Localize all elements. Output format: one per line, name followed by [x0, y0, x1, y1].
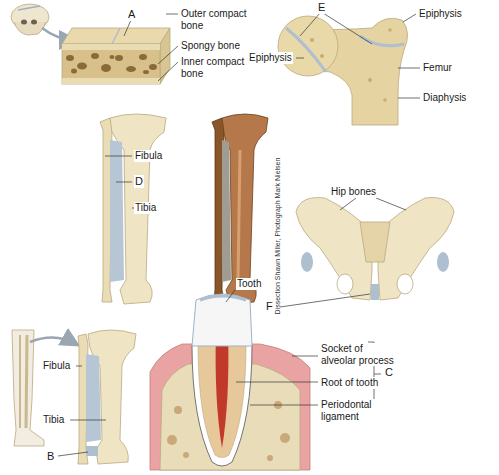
part-label: Tibia	[134, 202, 157, 214]
pelvis	[296, 198, 454, 300]
part-label: Spongy bone	[180, 40, 254, 52]
callout-letter: D	[134, 175, 144, 188]
part-label: Diaphysis	[422, 92, 467, 104]
callout-letter: F	[265, 300, 274, 313]
part-label: Tibia	[42, 414, 65, 426]
part-label: Root of tooth	[320, 377, 396, 389]
part-label: Outer compact bone	[180, 8, 254, 31]
bone-slab	[62, 28, 170, 84]
callout-letter: B	[46, 450, 55, 463]
photo-credit: Dissection Shawn Miller, Photograph Mark…	[274, 157, 282, 316]
tibia-fibula-illustration	[100, 114, 166, 304]
part-label: Epiphysis	[418, 8, 463, 20]
callout-letter: C	[384, 366, 394, 379]
part-label: Tooth	[236, 278, 262, 290]
part-label: Femur	[422, 62, 453, 74]
callout-letter: E	[317, 1, 326, 14]
femur-head	[278, 16, 408, 125]
part-label: Inner compact bone	[180, 56, 254, 79]
part-label: Socket of alveolar process	[320, 343, 396, 366]
tibia-fibula-lower	[78, 330, 136, 464]
leader-lines	[124, 14, 178, 81]
part-label: Periodontal ligament	[320, 399, 396, 422]
tibia-fibula-photo	[212, 114, 268, 304]
callout-letter: A	[127, 8, 136, 21]
part-label: Epiphysis	[248, 52, 293, 64]
part-label: Hip bones	[330, 186, 377, 198]
leg-icon	[12, 330, 44, 446]
part-label: Fibula	[134, 150, 163, 162]
part-label: Fibula	[42, 360, 71, 372]
